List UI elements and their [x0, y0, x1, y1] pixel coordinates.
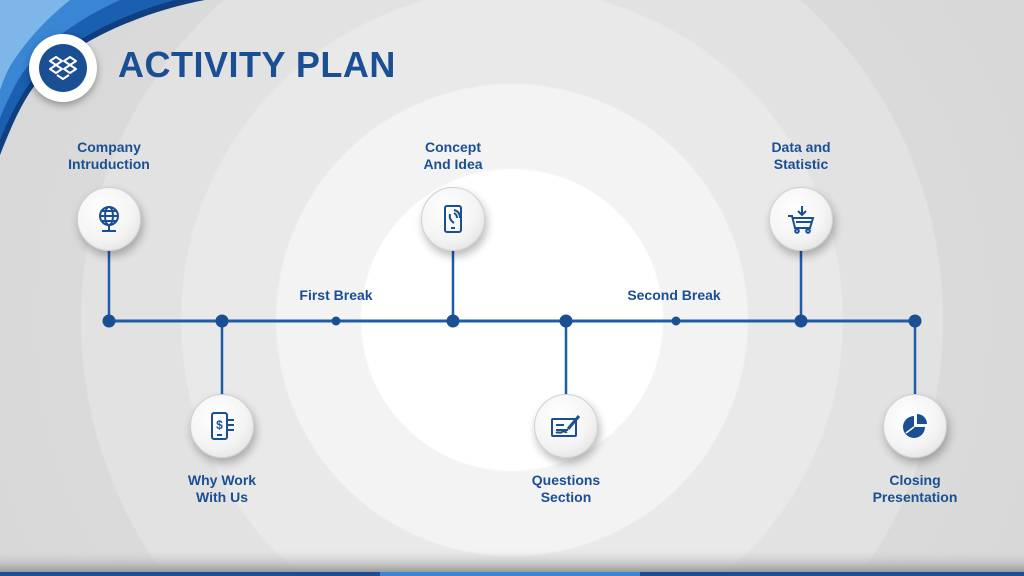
- milestone-label-company-intruduction: Company Intruduction: [24, 139, 194, 173]
- milestone-label-data-and-statistic: Data and Statistic: [716, 139, 886, 173]
- milestone-label-closing-presentation: Closing Presentation: [830, 472, 1000, 506]
- milestone-icon-badge: [534, 394, 598, 458]
- mobile-payment-icon: $: [211, 412, 234, 440]
- milestone-label-concept-and-idea: Concept And Idea: [368, 139, 538, 173]
- cheque-signature-icon: [551, 415, 581, 437]
- label-line: Presentation: [872, 489, 958, 505]
- globe-icon: [99, 206, 119, 232]
- timeline-node: [215, 314, 229, 328]
- break-label-second: Second Break: [627, 287, 721, 303]
- label-line: Section: [540, 489, 592, 505]
- page-title: ACTIVITY PLAN: [118, 44, 396, 85]
- milestone-icon-badge: [77, 187, 141, 251]
- milestone-label-why-work-with-us: Why Work With Us: [137, 472, 307, 506]
- label-line: Why Work: [187, 472, 257, 488]
- timeline-node: [559, 314, 573, 328]
- break-label-first: First Break: [299, 287, 373, 303]
- logo-badge: [29, 34, 97, 102]
- milestone-icon-badge: [883, 394, 947, 458]
- label-line: Intruduction: [68, 156, 150, 172]
- timeline-node: [446, 314, 460, 328]
- timeline-node: [908, 314, 922, 328]
- dropbox-icon: [39, 44, 87, 92]
- break-node: [671, 316, 681, 326]
- label-line: Questions: [531, 472, 601, 488]
- milestone-icon-badge: [421, 187, 485, 251]
- label-line: With Us: [196, 489, 248, 505]
- label-line: Data and: [771, 139, 831, 155]
- smartphone-call-icon: [444, 205, 462, 233]
- label-line: Company: [77, 139, 141, 155]
- label-line: Statistic: [773, 156, 829, 172]
- milestone-label-questions-section: Questions Section: [481, 472, 651, 506]
- label-line: Closing: [889, 472, 941, 488]
- label-line: And Idea: [423, 156, 483, 172]
- pie-chart-icon: [903, 414, 927, 438]
- timeline-node: [102, 314, 116, 328]
- break-node: [331, 316, 341, 326]
- milestone-icon-badge: $: [190, 394, 254, 458]
- milestone-icon-badge: [769, 187, 833, 251]
- svg-text:$: $: [216, 418, 223, 432]
- shopping-cart-icon: [788, 206, 815, 234]
- timeline-node: [794, 314, 808, 328]
- label-line: Concept: [425, 139, 481, 155]
- bottom-decorative-bar: [0, 550, 1024, 576]
